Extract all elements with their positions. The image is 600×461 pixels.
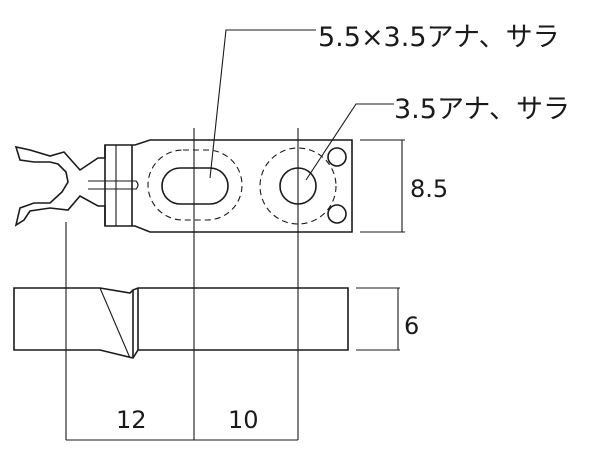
side-view-outline <box>13 287 349 359</box>
top-view-outline <box>14 139 353 233</box>
height-dimension-label: 8.5 <box>410 175 448 203</box>
top-view-part <box>14 139 353 233</box>
slot-callout-leader <box>209 29 316 179</box>
callout-leaders <box>209 29 394 181</box>
height-dimension <box>360 139 405 233</box>
thickness-dimension-label: 6 <box>404 312 419 340</box>
extension-lines <box>65 128 299 441</box>
pin-hole-upper <box>327 147 347 167</box>
round-hole-countersink <box>259 147 337 225</box>
pin-hole-lower <box>327 204 347 224</box>
round-callout-leader <box>305 103 394 181</box>
span-left-label: 12 <box>116 406 147 434</box>
side-view-part <box>13 287 349 359</box>
round-hole-callout: 3.5アナ、サラ <box>394 94 570 125</box>
slot-hole <box>161 167 229 205</box>
thickness-dimension <box>356 287 400 351</box>
slot-hole-callout: 5.5×3.5アナ、サラ <box>318 22 560 53</box>
side-view-step-line <box>99 287 131 359</box>
slot-hole-countersink <box>147 149 243 221</box>
span-right-label: 10 <box>228 406 259 434</box>
clip-slot <box>88 180 139 190</box>
